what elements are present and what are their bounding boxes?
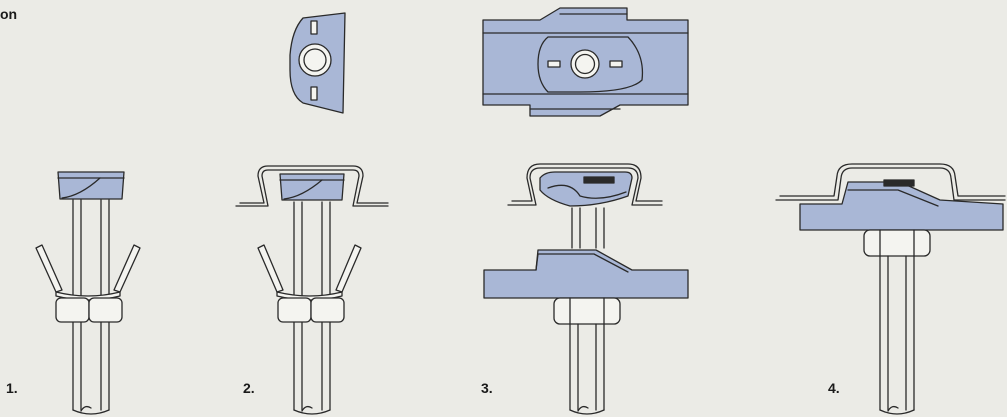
step-label-4: 4. <box>828 380 840 396</box>
step-1-assembly <box>35 171 141 415</box>
step-3-assembly <box>483 163 689 415</box>
clip-nut-top-view <box>289 12 346 114</box>
step-2-assembly <box>235 165 389 415</box>
step-label-3: 3. <box>481 380 493 396</box>
channel-with-nut-top-view <box>482 7 689 117</box>
step-4-assembly <box>775 163 1006 415</box>
step-label-2: 2. <box>243 380 255 396</box>
section-title-fragment: on <box>0 6 18 22</box>
step-label-1: 1. <box>6 380 18 396</box>
